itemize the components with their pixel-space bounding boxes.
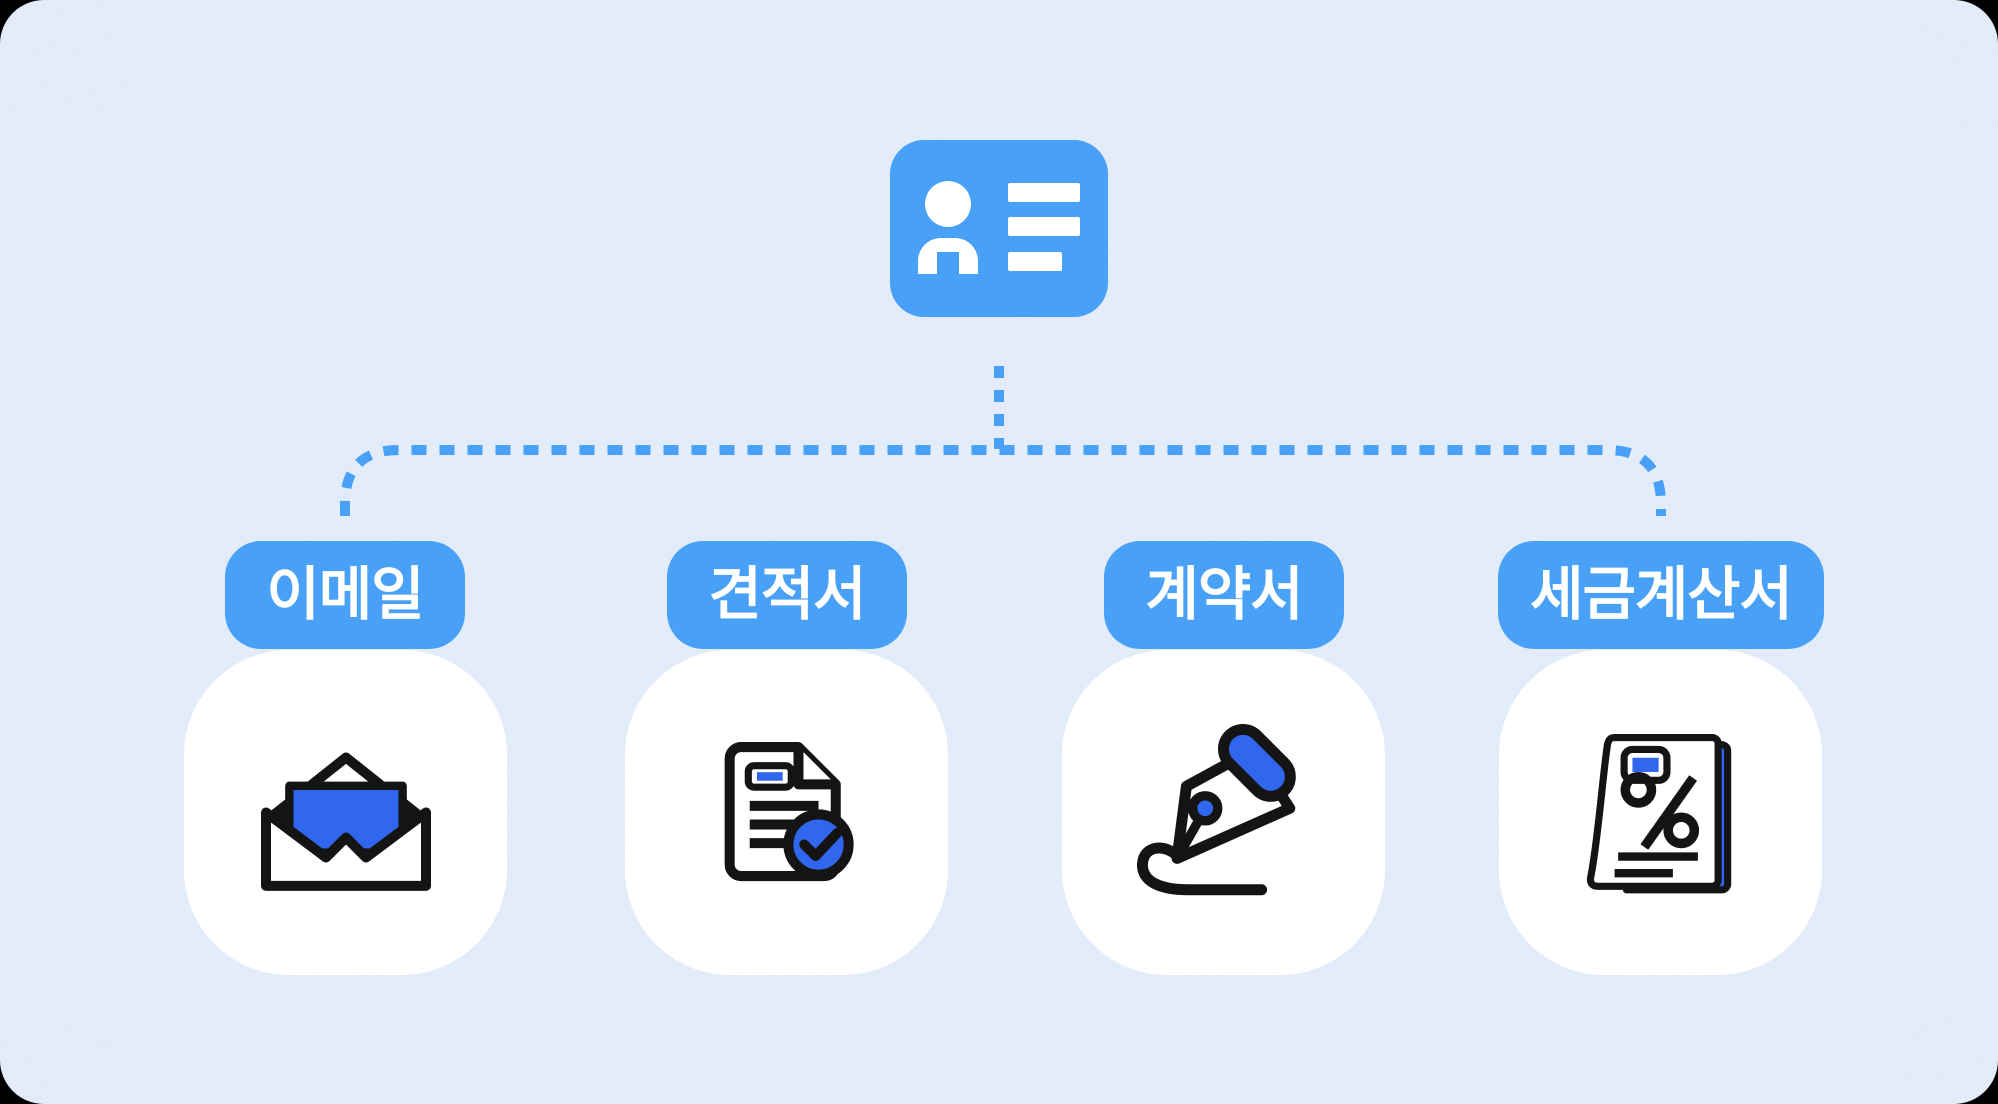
card-email [184, 650, 507, 975]
badge-email: 이메일 [225, 541, 465, 649]
open-envelope-icon [260, 752, 431, 891]
badge-quote: 견적서 [667, 541, 907, 649]
contact-card-node [890, 140, 1108, 317]
horizontal-connector [340, 445, 1666, 516]
contact-card-icon [918, 181, 1080, 274]
card-quote [625, 650, 948, 975]
badge-tax-invoice: 세금계산서 [1498, 541, 1824, 649]
document-check-icon [724, 741, 854, 881]
badge-contract: 계약서 [1104, 541, 1344, 649]
card-contract [1062, 650, 1385, 975]
card-tax-invoice [1499, 650, 1822, 975]
tax-invoice-percent-icon [1586, 733, 1731, 894]
pen-nib-icon [1136, 723, 1296, 895]
